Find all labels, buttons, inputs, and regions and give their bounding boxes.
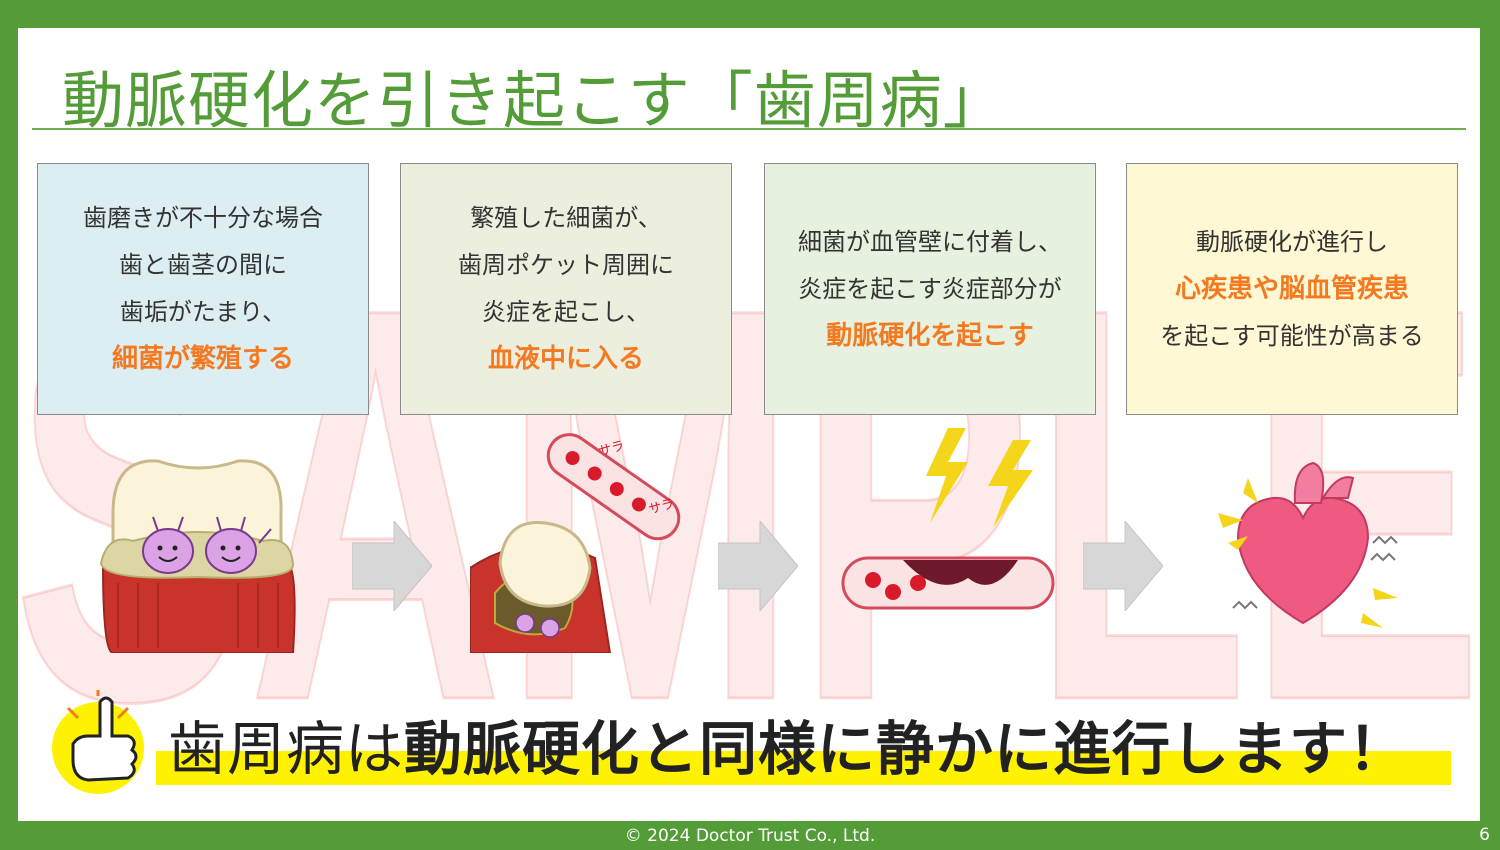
- blood-vessel-icon: [546, 433, 681, 541]
- slide: SAMPLE 動脈硬化を引き起こす「歯周病」 歯磨きが不十分な場合 歯と歯茎の間…: [18, 28, 1480, 821]
- tagline-bold: 動脈硬化と同様に静かに進行します！: [404, 715, 1408, 783]
- heart-disease-illustration: [1218, 461, 1398, 628]
- step3-line-1: 細菌が血管壁に付着し、: [798, 227, 1062, 256]
- sara-label-2: サラ: [647, 497, 676, 518]
- step3-line-2: 炎症を起こす炎症部分が: [798, 274, 1062, 303]
- step1-emphasis: 細菌が繁殖する: [111, 344, 294, 374]
- step2-line-3: 炎症を起こし、: [482, 298, 650, 326]
- page-number: 6: [1479, 825, 1490, 845]
- bacterium-right-icon: [205, 516, 272, 574]
- step3-emphasis: 動脈硬化を起こす: [826, 320, 1034, 351]
- step4-line-1: 動脈硬化が進行し: [1196, 227, 1388, 256]
- sara-label-1: サラ: [597, 439, 626, 460]
- step4-line-2: を起こす可能性が高まる: [1160, 321, 1424, 350]
- step-box-2: 繁殖した細菌が、 歯周ポケット周囲に 炎症を起こし、 血液中に入る: [400, 163, 732, 415]
- step-box-1: 歯磨きが不十分な場合 歯と歯茎の間に 歯垢がたまり、 細菌が繁殖する: [37, 163, 369, 415]
- copyright-footer: © 2024 Doctor Trust Co., Ltd.: [624, 826, 876, 846]
- arrow-right-icon-2: [718, 521, 798, 611]
- gum-vessel-illustration: サラ サラ: [470, 433, 681, 653]
- step1-line-2: 歯と歯茎の間に: [119, 251, 287, 279]
- arrow-right-icon-3: [1083, 521, 1163, 611]
- step-box-3: 細菌が血管壁に付着し、 炎症を起こす炎症部分が 動脈硬化を起こす: [764, 163, 1096, 415]
- tooth-bacteria-illustration: [99, 459, 296, 653]
- thumbs-up-icon: [52, 690, 144, 794]
- tagline-highlight: [156, 751, 1451, 785]
- tagline-normal: 歯周病は: [168, 715, 405, 783]
- alert-spark-icon: [1218, 478, 1398, 628]
- step1-line-1: 歯磨きが不十分な場合: [83, 204, 323, 232]
- bacterium-left-icon: [142, 516, 194, 574]
- step2-line-1: 繁殖した細菌が、: [470, 204, 662, 232]
- step4-emphasis: 心疾患や脳血管疾患: [1174, 273, 1409, 304]
- tagline: 歯周病は動脈硬化と同様に静かに進行します！: [168, 702, 1407, 786]
- step1-line-3: 歯垢がたまり、: [119, 298, 287, 326]
- arrow-right-icon-1: [352, 521, 432, 611]
- slide-title: 動脈硬化を引き起こす「歯周病」: [62, 64, 1006, 137]
- step-box-4: 動脈硬化が進行し 心疾患や脳血管疾患 を起こす可能性が高まる: [1126, 163, 1458, 415]
- title-underline: [32, 128, 1466, 130]
- artery-plaque-illustration: [841, 428, 1055, 610]
- lightning-icon: [926, 428, 1033, 528]
- step2-line-2: 歯周ポケット周囲に: [458, 251, 674, 279]
- heart-icon: [1236, 461, 1370, 625]
- tremble-mark-icon: [1232, 535, 1398, 610]
- step2-emphasis: 血液中に入る: [487, 344, 644, 374]
